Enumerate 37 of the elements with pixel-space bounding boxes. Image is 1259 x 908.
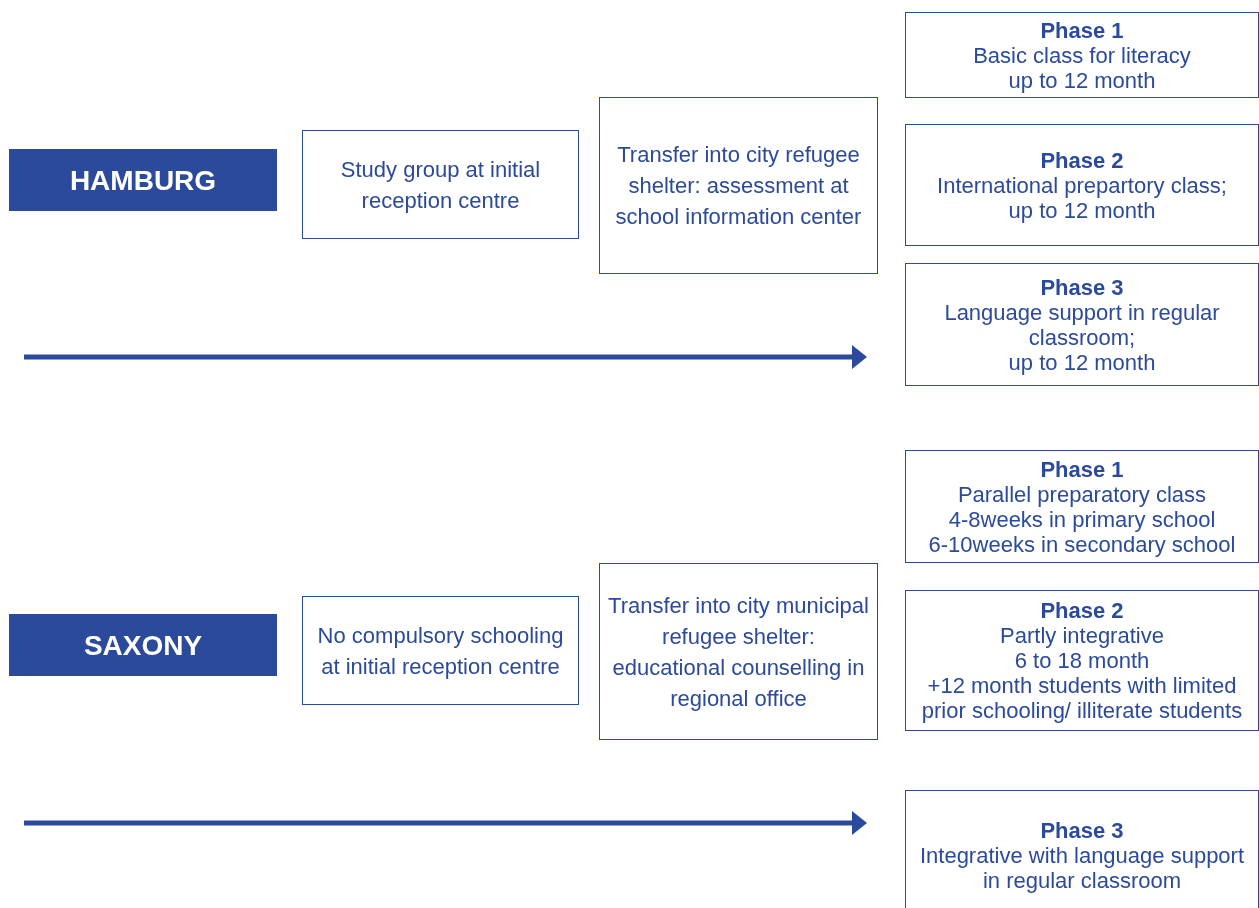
box-text: Integrative with language support in regular classroom [918,842,1246,893]
box-text: Language support in regular classroom; [943,299,1221,350]
phase-box [905,590,1259,731]
box-text: up to 12 month [1008,197,1156,223]
process-box [302,130,579,239]
box-text: No compulsory schooling at initial reception centre [316,621,565,681]
box-text: Partly integrative [1000,623,1164,648]
region-label-box [9,614,277,676]
phase-box [905,124,1259,246]
process-box [599,563,878,740]
phase-heading: Phase 3 [1040,274,1124,300]
phase-box [905,263,1259,386]
box-text: +12 month students with limited prior schooling/ illiterate students [920,673,1244,723]
box-text: Study group at initial reception centre [339,155,542,215]
phase-heading: Phase 2 [1040,598,1124,623]
phase-heading: Phase 1 [1040,456,1124,482]
box-text: Transfer into city municipal refugee shelter: educational counselling in regional office [608,591,869,713]
region-label-box [9,149,277,211]
box-text: 6-10weeks in secondary school [928,531,1236,557]
phase-box [905,790,1259,908]
phase-box [905,450,1259,563]
box-text: 6 to 18 month [1014,648,1150,673]
region-name: SAXONY [83,632,203,658]
box-text: 4-8weeks in primary school [948,506,1216,532]
box-text: Parallel preparatory class [957,481,1207,507]
phase-heading: Phase 3 [1040,817,1124,843]
box-text: up to 12 month [1008,67,1156,93]
phase-heading: Phase 2 [1040,147,1124,173]
process-box [599,97,878,274]
phase-box [905,12,1259,98]
region-name: HAMBURG [69,167,217,193]
process-box [302,596,579,705]
phase-heading: Phase 1 [1040,17,1124,43]
box-text: International prepartory class; [937,172,1227,198]
box-text: up to 12 month [1008,349,1156,375]
box-text: Basic class for literacy [973,42,1191,68]
box-text: Transfer into city refugee shelter: assessment at school information center [614,141,863,231]
